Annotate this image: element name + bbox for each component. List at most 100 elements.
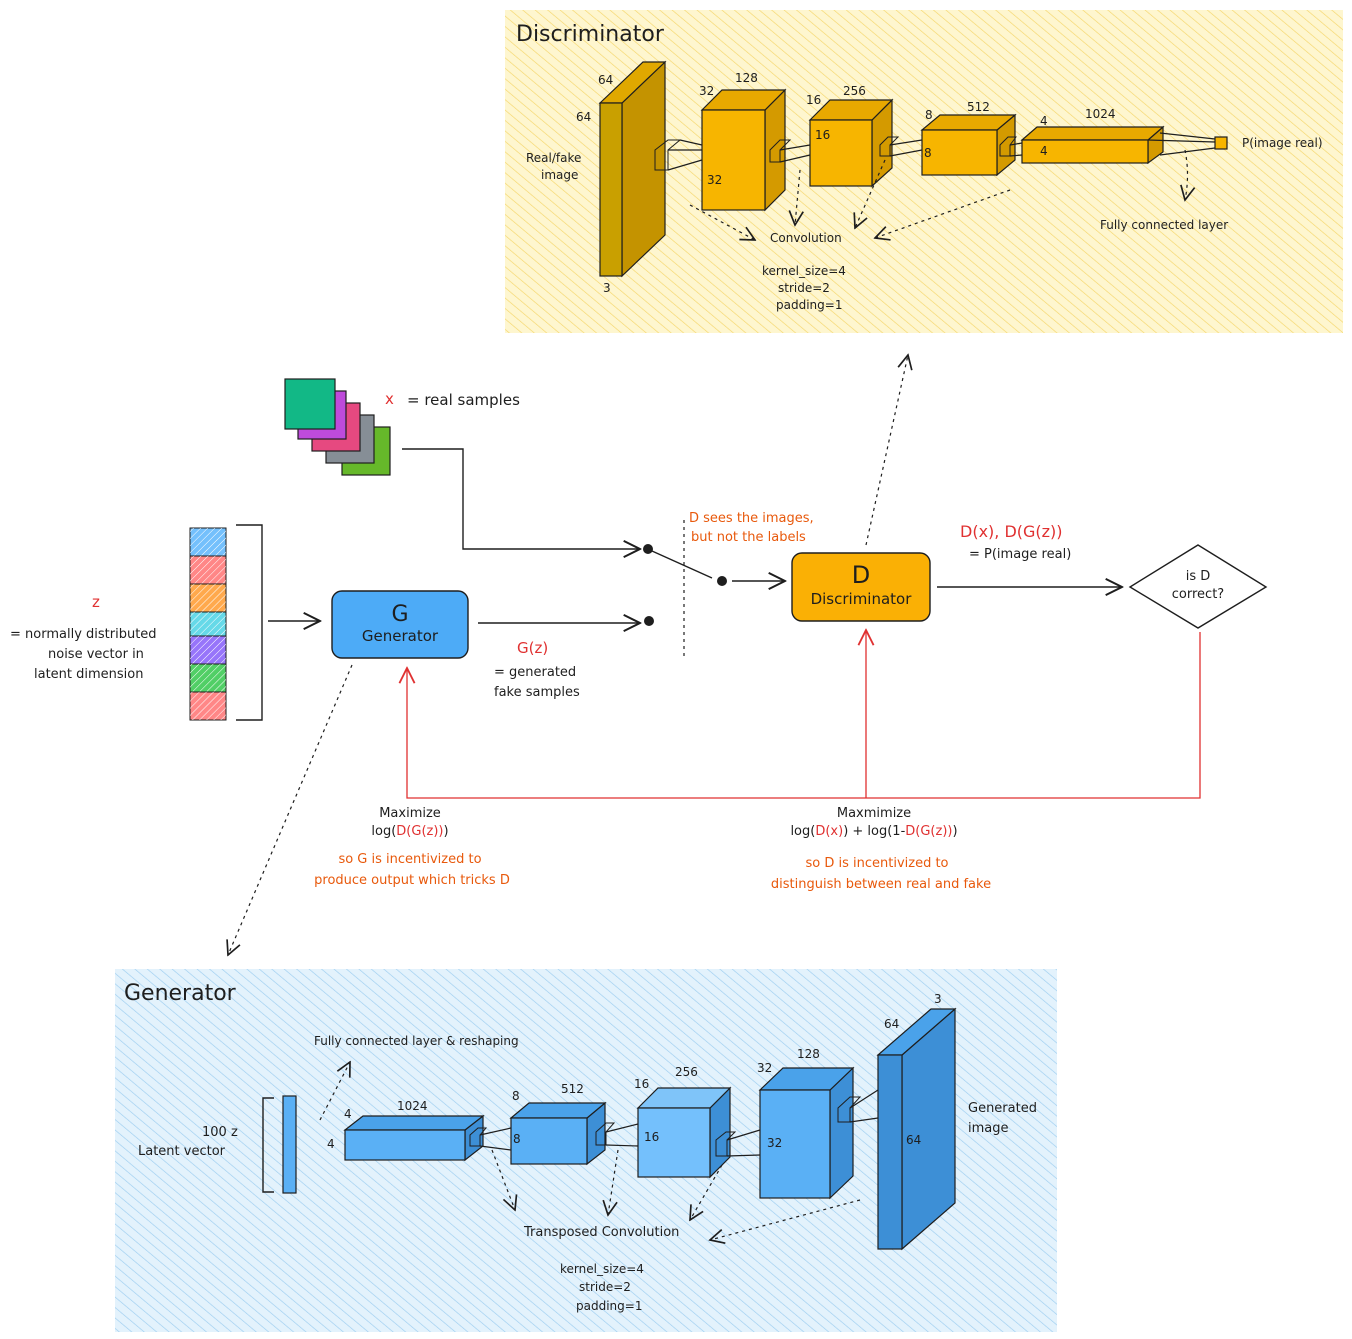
disc-fc-label: Fully connected layer [1100, 218, 1228, 232]
disc-l2-c: 256 [843, 84, 866, 98]
disc-l1-h: 32 [707, 173, 722, 187]
gen-l2-w: 8 [512, 1089, 520, 1103]
switch-fake-dot [644, 616, 654, 626]
disc-in-c: 3 [603, 281, 611, 295]
gen-layer-3 [636, 1086, 732, 1179]
d-note-1: so D is incentivized to [805, 856, 948, 871]
decision-2: correct? [1172, 587, 1224, 602]
g-objective-title: Maximize [379, 806, 441, 821]
gen-l3-c: 256 [675, 1065, 698, 1079]
gen-layer-1 [343, 1114, 485, 1162]
gen-l3-w: 16 [634, 1077, 649, 1091]
z-desc-1: = normally distributed [10, 627, 157, 642]
discriminator-panel: Discriminator 64 64 3 Real/fake image 32… [505, 10, 1343, 333]
gen-layer-2 [509, 1101, 607, 1166]
disc-l1-w: 32 [699, 84, 714, 98]
generator-panel-title: Generator [124, 981, 237, 1006]
gen-l1-c: 1024 [397, 1099, 428, 1113]
gen-kernel-label: kernel_size=4 [560, 1262, 644, 1276]
decision-1: is D [1186, 569, 1211, 584]
noise-vector [189, 527, 227, 721]
gz-desc-2: fake samples [494, 685, 580, 700]
gen-output-block [876, 1007, 957, 1251]
gen-output-1: Generated [968, 1101, 1037, 1116]
disc-l2-w: 16 [806, 93, 821, 107]
disc-output-unit [1214, 136, 1228, 150]
disc-output-label: P(image real) [1242, 136, 1323, 150]
discriminator-symbol: D [852, 561, 870, 589]
decision-diamond [1128, 544, 1268, 629]
z-desc-2: noise vector in [48, 647, 144, 662]
g-objective: log(D(G(z))) [371, 824, 448, 839]
gen-l1-h: 4 [327, 1137, 335, 1151]
gen-output-2: image [968, 1121, 1009, 1136]
disc-in-h: 64 [576, 110, 591, 124]
disc-input-label-2: image [541, 168, 578, 182]
z-symbol: z [92, 593, 100, 611]
gen-l4-h: 32 [767, 1136, 782, 1150]
disc-layer-4 [1020, 125, 1165, 165]
gen-tconv-label: Transposed Convolution [523, 1225, 679, 1240]
disc-in-w: 64 [598, 73, 613, 87]
disc-kernel-label: kernel_size=4 [762, 264, 846, 278]
g-note-1: so G is incentivized to [338, 852, 481, 867]
disc-l4-h: 4 [1040, 144, 1048, 158]
d-outputs: D(x), D(G(z)) [960, 522, 1063, 541]
switch-out-dot [717, 576, 727, 586]
gen-l2-c: 512 [561, 1082, 584, 1096]
disc-conv-label: Convolution [770, 231, 842, 245]
gz-label: G(z) [517, 639, 548, 657]
disc-padding-label: padding=1 [776, 298, 842, 312]
z-desc-3: latent dimension [34, 667, 143, 682]
disc-layer-3 [920, 113, 1017, 177]
g-note-2: produce output which tricks D [314, 873, 510, 888]
d-sees-2: but not the labels [691, 530, 806, 545]
gen-out-h: 64 [906, 1133, 921, 1147]
gen-stride-label: stride=2 [579, 1280, 631, 1294]
d-objective: log(D(x)) + log(1-D(G(z))) [790, 824, 957, 839]
switch-real-dot [643, 544, 653, 554]
gen-padding-label: padding=1 [576, 1299, 642, 1313]
generator-box [331, 590, 469, 659]
discriminator-label: Discriminator [811, 590, 913, 608]
gen-layer-4 [758, 1066, 855, 1200]
discriminator-panel-title: Discriminator [516, 22, 665, 47]
d-note-2: distinguish between real and fake [771, 877, 991, 892]
disc-input-label-1: Real/fake [526, 151, 581, 165]
disc-l2-h: 16 [815, 128, 830, 142]
generator-label: Generator [362, 627, 439, 645]
disc-l1-c: 128 [735, 71, 758, 85]
d-outputs-desc: = P(image real) [969, 547, 1071, 562]
gen-out-w: 64 [884, 1017, 899, 1031]
real-samples-stack [284, 378, 391, 476]
gen-latent-1: 100 z [202, 1125, 238, 1140]
gen-l1-w: 4 [344, 1107, 352, 1121]
gen-l4-c: 128 [797, 1047, 820, 1061]
disc-stride-label: stride=2 [778, 281, 830, 295]
gen-l4-w: 32 [757, 1061, 772, 1075]
disc-layer-1 [700, 88, 787, 212]
gen-l2-h: 8 [513, 1132, 521, 1146]
d-sees-1: D sees the images, [689, 511, 814, 526]
disc-l3-h: 8 [924, 146, 932, 160]
real-samples-x: x [385, 390, 394, 408]
d-objective-title: Maxmimize [837, 806, 911, 821]
gen-out-c: 3 [934, 992, 942, 1006]
disc-l4-c: 1024 [1085, 107, 1116, 121]
disc-l3-w: 8 [925, 108, 933, 122]
disc-input-block [598, 60, 667, 278]
disc-l4-w: 4 [1040, 114, 1048, 128]
disc-input-front [599, 102, 623, 277]
gen-latent-2: Latent vector [138, 1144, 226, 1159]
real-samples-label: = real samples [407, 391, 520, 409]
disc-l3-c: 512 [967, 100, 990, 114]
switch-arm [651, 550, 713, 579]
gen-l3-h: 16 [644, 1130, 659, 1144]
gz-desc-1: = generated [494, 665, 576, 680]
generator-symbol: G [391, 602, 408, 627]
gen-fc-label: Fully connected layer & reshaping [314, 1034, 519, 1048]
discriminator-box [791, 552, 931, 622]
gen-latent-vector [282, 1095, 297, 1194]
generator-panel: Generator Fully connected layer & reshap… [115, 969, 1057, 1332]
